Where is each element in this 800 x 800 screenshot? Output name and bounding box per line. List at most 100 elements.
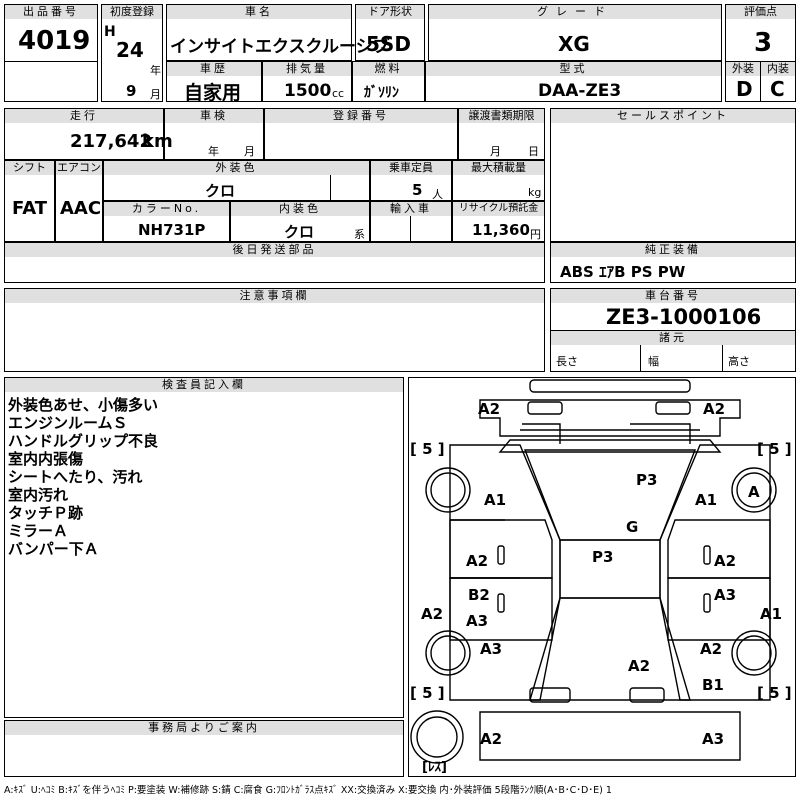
equip-label: 純正装備 [551,243,795,257]
color: クロ [205,182,236,200]
inspector-label: 検査員記入欄 [5,378,403,392]
recycle-box [452,201,545,242]
mark-A1: A1 [760,605,782,623]
inspector-note: 室内汚れ [8,486,69,504]
disp-unit: cc [332,87,345,100]
import-box [370,201,452,242]
inspection-label: 車検 [165,109,263,123]
load-box [452,160,545,201]
chassis-label: 車台番号 [551,289,795,303]
intcolor-unit: 系 [354,228,365,241]
mark-spare: [ﾚｽ] [422,760,447,775]
history: 自家用 [184,82,242,104]
score-label: 評価点 [726,5,795,19]
damage-marks: A2 A2 [ 5 ] [ 5 ] A1 P3 A1 A G A2 P3 A2 … [410,400,792,775]
insp-month-unit: 月 [244,145,255,158]
transfer-label: 譲渡書類期限 [459,109,544,123]
equip-box [550,242,796,283]
history-box [166,61,262,102]
mark-5: [ 5 ] [757,684,792,702]
recycle-unit: 円 [530,228,541,241]
inspector-box [4,377,404,718]
fuel-box [352,61,425,102]
inspector-note: タッチＰ跡 [8,504,84,522]
colorno-label: カラーNo. [104,202,229,216]
mark-A3: A3 [714,586,736,604]
reg-month: 9 [126,82,137,100]
import-label: 輸入車 [371,202,451,216]
door-type: 5SD [366,32,411,56]
grade-box [428,4,722,61]
mark-A3: A3 [480,640,502,658]
door-label: ドア形状 [356,5,424,19]
import-vdiv [410,216,411,242]
mark-A1: A1 [695,491,717,509]
ac: AAC [60,198,102,219]
load-unit: kg [528,186,542,199]
reg-label: 初度登録 [102,5,162,19]
transfer-month: 月 [490,145,501,158]
score: 3 [754,28,773,58]
mark-A: A [748,483,760,501]
recycle-label: リサイクル預託金 [453,202,544,216]
color-box [103,160,370,201]
legend: A:ｷｽﾞ U:ﾍｺﾐ B:ｷｽﾞを伴うﾍｺﾐ P:要塗装 W:補修跡 S:錆 … [4,785,612,796]
office-label: 事務局よりご案内 [5,721,403,735]
sales-box [550,108,796,242]
transfer-day: 日 [528,145,539,158]
transfer-box [458,108,545,160]
notes-label: 注意事項欄 [5,289,544,303]
mark-A2: A2 [703,400,725,418]
mark-P3: P3 [592,548,613,566]
history-label: 車歴 [167,62,261,76]
mark-A2: A2 [480,730,502,748]
car-outline [410,379,777,764]
inspector-note: バンパー下Ａ [8,540,99,558]
mark-B2: B2 [468,586,490,604]
inspector-note: 室内内張傷 [8,450,84,468]
fuel-label: 燃料 [353,62,424,76]
mark-5: [ 5 ] [757,440,792,458]
reg-month-unit: 月 [150,88,161,101]
height-label: 高さ [728,355,750,368]
reg-year-unit: 年 [150,64,161,77]
inspector-note: ハンドルグリップ不良 [8,432,159,450]
mark-5: [ 5 ] [410,684,445,702]
mark-A2: A2 [466,552,488,570]
insp-year-unit: 年 [208,145,219,158]
mark-P3: P3 [636,471,657,489]
later-label: 後日発送部品 [5,243,544,257]
mark-G: G [626,518,638,536]
equipment: ABS ｴｱB PS PW [560,263,686,281]
name-label: 車名 [167,5,351,19]
lot-box [4,4,98,102]
diagram-box [408,377,796,777]
ext-score: D [736,77,753,101]
lot-label: 出品番号 [5,5,97,19]
shift-label: シフト [5,161,54,175]
ac-label: エアコン [56,161,102,175]
capacity-box [370,160,452,201]
inspector-note: ミラーＡ [8,522,69,540]
shift: FAT [12,198,48,219]
score-vdiv [760,61,761,102]
inspector-notes: 外装色あせ、小傷多い エンジンルームＳ ハンドルグリップ不良 室内内張傷 シート… [8,396,398,558]
notes-box [4,288,545,372]
mark-5: [ 5 ] [410,440,445,458]
mark-A3: A3 [702,730,724,748]
dims-vdiv1 [640,345,641,372]
name-box [166,4,352,61]
displacement: 1500 [284,81,332,101]
chassis-number: ZE3-1000106 [606,305,762,329]
capacity: 5 [412,181,423,199]
inspector-note: 外装色あせ、小傷多い [8,396,159,414]
fuel: ｶﾞｿﾘﾝ [364,85,399,101]
door-box [355,4,425,61]
colorno-box [103,201,230,242]
mark-A2: A2 [628,657,650,675]
mileage-box [4,108,164,160]
intcolor-label: 内装色 [231,202,369,216]
office-box [4,720,404,777]
model: DAA-ZE3 [538,81,622,101]
load-label: 最大積載量 [453,161,544,175]
